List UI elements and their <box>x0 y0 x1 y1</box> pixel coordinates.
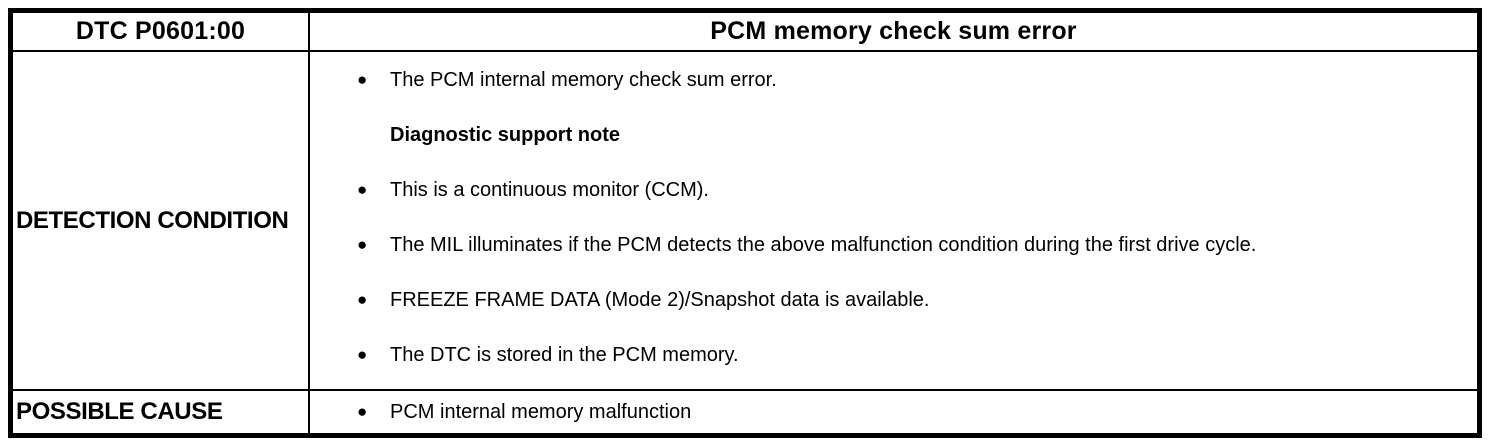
bullet-icon: ● <box>357 402 368 421</box>
bullet-icon: ● <box>357 290 368 309</box>
detection-condition-content-cell: ● The PCM internal memory check sum erro… <box>310 52 1477 389</box>
possible-cause-label-cell: POSSIBLE CAUSE <box>13 389 310 433</box>
list-item-text: The MIL illuminates if the PCM detects t… <box>390 234 1257 256</box>
dtc-code-label: DTC P0601:00 <box>75 17 246 45</box>
list-item: ● The MIL illuminates if the PCM detects… <box>310 230 1357 260</box>
list-item: ● The DTC is stored in the PCM memory. <box>310 340 1357 370</box>
list-item-text: PCM internal memory malfunction <box>390 401 692 423</box>
bullet-icon: ● <box>357 70 368 89</box>
detection-condition-label: DETECTION CONDITION <box>16 206 289 234</box>
dtc-code-cell: DTC P0601:00 <box>13 13 310 52</box>
detection-condition-label-cell: DETECTION CONDITION <box>13 52 310 389</box>
bullet-icon: ● <box>357 345 368 364</box>
list-item-text: The DTC is stored in the PCM memory. <box>390 344 739 366</box>
list-item: ● This is a continuous monitor (CCM). <box>310 175 1357 205</box>
list-item-text: FREEZE FRAME DATA (Mode 2)/Snapshot data… <box>390 289 930 311</box>
list-item-text: The PCM internal memory check sum error. <box>390 69 777 91</box>
list-item: ● PCM internal memory malfunction <box>310 397 1477 427</box>
dtc-table: DTC P0601:00 PCM memory check sum error … <box>8 8 1482 438</box>
bullet-icon: ● <box>357 180 368 199</box>
diagnostic-support-note-heading: Diagnostic support note <box>310 120 1357 150</box>
list-item: ● FREEZE FRAME DATA (Mode 2)/Snapshot da… <box>310 285 1357 315</box>
bullet-icon: ● <box>357 235 368 254</box>
possible-cause-content-cell: ● PCM internal memory malfunction <box>310 389 1477 433</box>
list-item-text: This is a continuous monitor (CCM). <box>390 179 709 201</box>
detection-condition-list: ● The PCM internal memory check sum erro… <box>310 52 1477 370</box>
possible-cause-label: POSSIBLE CAUSE <box>16 398 223 425</box>
list-item: ● The PCM internal memory check sum erro… <box>310 65 1357 95</box>
dtc-title-cell: PCM memory check sum error <box>310 13 1477 52</box>
dtc-title-label: PCM memory check sum error <box>710 17 1077 45</box>
list-item-text: Diagnostic support note <box>390 124 620 146</box>
